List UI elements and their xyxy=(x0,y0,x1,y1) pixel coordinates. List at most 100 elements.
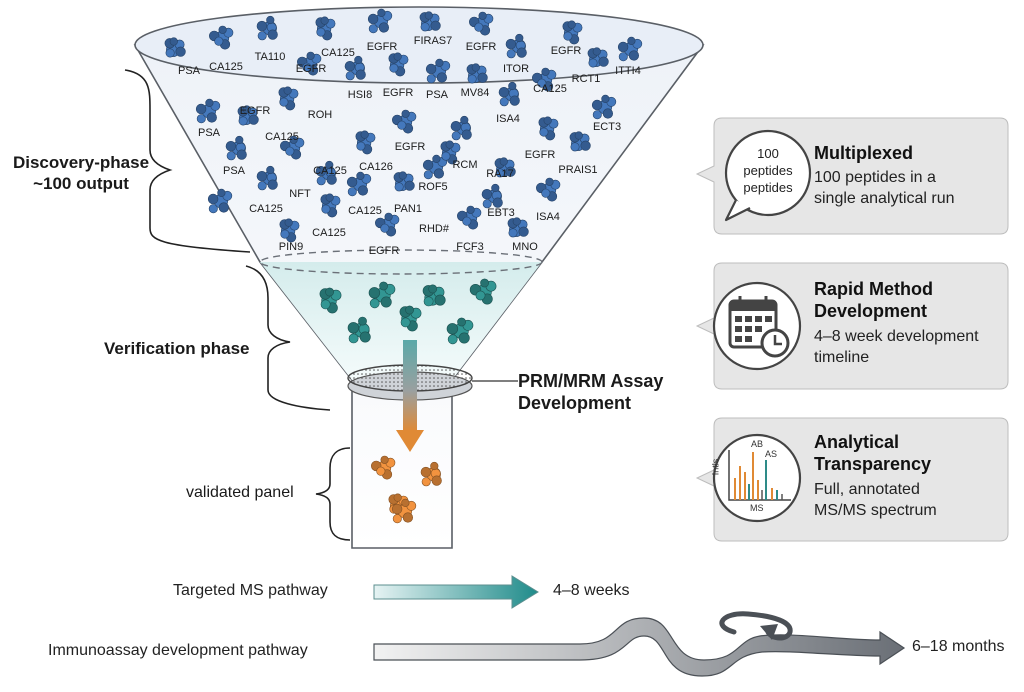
protein-blob-lobe xyxy=(398,171,407,180)
protein-label: RCT1 xyxy=(572,73,601,85)
protein-blob-lobe xyxy=(509,95,520,106)
protein-label: EGFR xyxy=(240,105,271,117)
protein-label: FIRAS7 xyxy=(414,35,453,47)
protein-blob xyxy=(450,115,472,141)
protein-blob-lobe xyxy=(446,323,459,335)
protein-blob-lobe xyxy=(325,193,334,202)
protein-blob-lobe xyxy=(400,317,411,328)
protein-blob-lobe xyxy=(588,58,598,68)
protein-blob xyxy=(531,67,557,92)
protein-blob-lobe xyxy=(345,71,355,81)
protein-blob-lobe xyxy=(257,31,267,41)
protein-blob xyxy=(466,63,488,84)
protein-layer xyxy=(164,8,643,524)
immunoassay-loop-head xyxy=(760,624,778,640)
protein-blob-lobe xyxy=(348,333,359,344)
protein-blob-lobe xyxy=(267,29,278,40)
protein-blob-lobe xyxy=(320,16,329,25)
protein-blob-lobe xyxy=(377,8,386,17)
protein-blob-lobe xyxy=(326,174,337,185)
validated-panel-label: validated panel xyxy=(186,484,294,501)
feature-body-transparency: Full, annotated MS/MS spectrum xyxy=(814,481,937,519)
protein-blob xyxy=(368,281,396,309)
feature-title-transparency: Analytical Transparency xyxy=(814,432,932,474)
protein-blob xyxy=(195,98,221,124)
protein-blob-lobe xyxy=(424,11,433,20)
protein-blob xyxy=(569,131,591,152)
protein-blob-lobe xyxy=(368,24,378,34)
protein-blob-lobe xyxy=(256,171,268,182)
spectrum-peak-as: AS xyxy=(765,449,778,459)
protein-blob-lobe xyxy=(421,477,431,487)
protein-blob-lobe xyxy=(165,48,175,58)
protein-blob xyxy=(538,116,559,141)
protein-blob xyxy=(207,188,233,214)
protein-blob-lobe xyxy=(380,455,389,464)
protein-label: CA125 xyxy=(265,131,299,143)
protein-blob-lobe xyxy=(451,131,461,141)
feature-body-rapid: 4–8 week development timeline xyxy=(814,328,979,366)
protein-blob-lobe xyxy=(495,168,505,178)
protein-blob-lobe xyxy=(505,166,516,177)
protein-blob-lobe xyxy=(537,78,547,88)
protein-blob-lobe xyxy=(175,46,186,57)
protein-blob-lobe xyxy=(471,63,480,72)
protein-blob-lobe xyxy=(423,170,433,180)
protein-blob-lobe xyxy=(393,493,402,502)
protein-blob-lobe xyxy=(235,135,244,145)
protein-blob-lobe xyxy=(570,142,580,152)
protein-blob-lobe xyxy=(302,62,312,72)
protein-blob-lobe xyxy=(591,99,603,111)
protein-blob-lobe xyxy=(420,466,432,478)
protein-blob-lobe xyxy=(601,94,610,103)
immunoassay-arrow xyxy=(373,617,906,677)
protein-label: EGFR xyxy=(525,149,556,161)
protein-blob xyxy=(237,105,259,126)
protein-blob-lobe xyxy=(346,176,358,188)
protein-blob-lobe xyxy=(279,97,289,107)
protein-blob-lobe xyxy=(433,168,445,179)
protein-blob-lobe xyxy=(325,287,334,297)
protein-label: EGFR xyxy=(395,141,426,153)
protein-blob-lobe xyxy=(541,188,551,198)
protein-blob xyxy=(315,160,337,186)
protein-blob-lobe xyxy=(474,22,484,32)
protein-blob-lobe xyxy=(266,165,275,175)
protein-blob-lobe xyxy=(491,183,500,193)
protein-blob-lobe xyxy=(405,305,414,315)
protein-blob-lobe xyxy=(460,115,469,125)
protein-label: EGFR xyxy=(466,41,497,53)
spectrum-icon xyxy=(712,433,802,523)
discovery-bracket xyxy=(124,69,251,253)
protein-blob-lobe xyxy=(430,461,439,471)
protein-blob-lobe xyxy=(478,11,487,20)
protein-blob-lobe xyxy=(516,47,527,58)
protein-label: ROH xyxy=(308,109,333,121)
protein-blob-lobe xyxy=(267,179,278,190)
protein-label: ITOR xyxy=(503,63,529,75)
protein-blob-lobe xyxy=(207,193,219,205)
protein-blob-lobe xyxy=(447,334,458,345)
immunoassay-label: Immunoassay development pathway xyxy=(48,642,308,659)
protein-blob-lobe xyxy=(316,27,326,37)
protein-blob xyxy=(481,183,503,209)
protein-blob xyxy=(371,455,396,480)
protein-blob-lobe xyxy=(379,281,388,291)
protein-label: PSA xyxy=(198,127,221,139)
protein-blob xyxy=(279,218,300,243)
protein-label: PRAIS1 xyxy=(558,164,597,176)
protein-blob-lobe xyxy=(217,188,226,197)
protein-label: HSI8 xyxy=(348,89,372,101)
protein-blob-lobe xyxy=(498,86,510,98)
protein-blob xyxy=(562,20,583,45)
spectrum-y-label: Intls xyxy=(710,458,721,476)
protein-blob-lobe xyxy=(380,296,392,308)
protein-blob-lobe xyxy=(397,120,407,130)
protein-blob-lobe xyxy=(347,322,360,334)
protein-blob-lobe xyxy=(196,114,206,124)
protein-blob-lobe xyxy=(256,20,268,32)
protein-blob-lobe xyxy=(617,41,629,53)
protein-blob-lobe xyxy=(357,185,369,196)
protein-blob-lobe xyxy=(434,294,446,306)
